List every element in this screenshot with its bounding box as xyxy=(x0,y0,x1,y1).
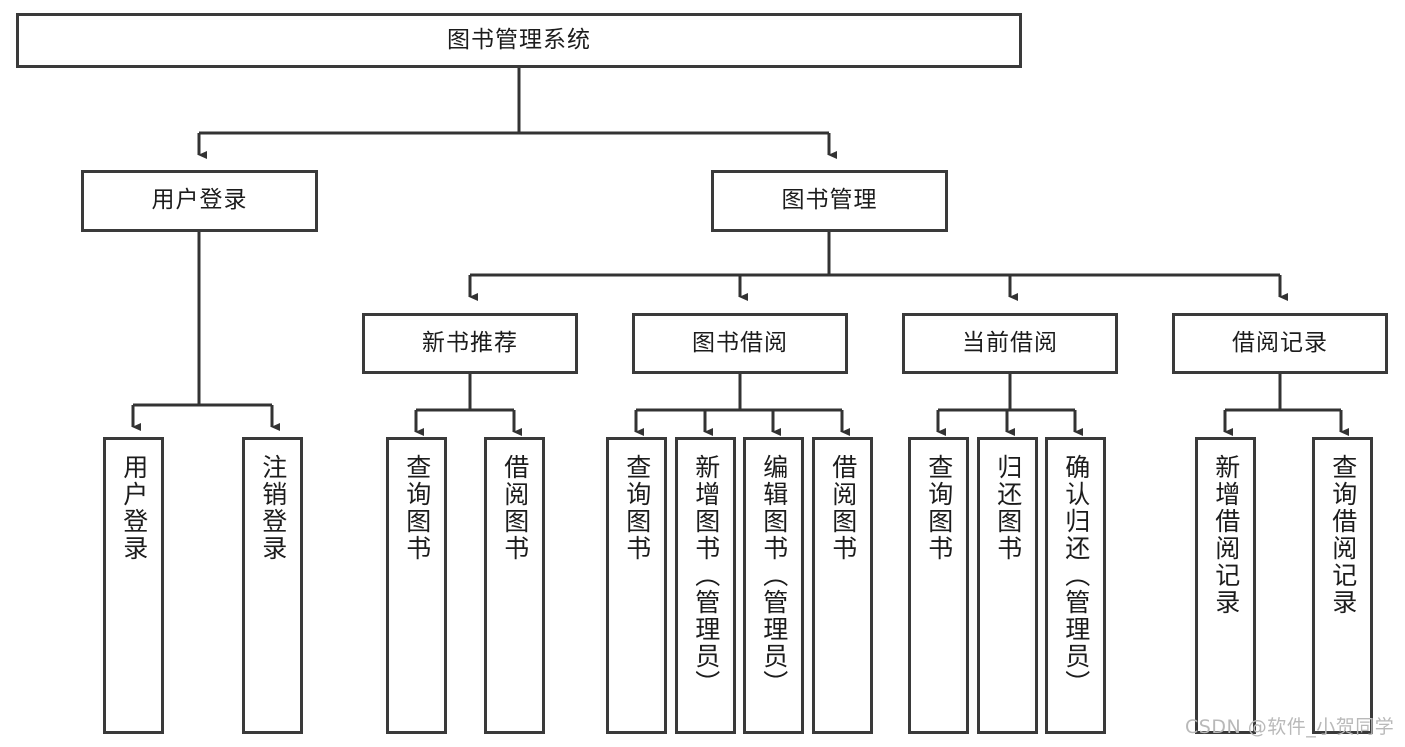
node-label: 图书管理 xyxy=(781,187,878,214)
leaf-node-3[interactable]: 借阅图书 xyxy=(484,437,545,734)
node-label: 当前借阅 xyxy=(962,329,1058,356)
node-label: 借阅图书 xyxy=(500,454,530,562)
level3-node-1[interactable]: 图书借阅 xyxy=(632,313,848,374)
leaf-node-7[interactable]: 借阅图书 xyxy=(812,437,873,734)
level3-node-3[interactable]: 借阅记录 xyxy=(1172,313,1388,374)
node-label: 注销登录 xyxy=(258,454,288,562)
leaf-node-8[interactable]: 查询图书 xyxy=(908,437,969,734)
node-label: 归还图书 xyxy=(993,454,1023,562)
node-label: 图书借阅 xyxy=(692,329,788,356)
node-label: 新书推荐 xyxy=(422,329,518,356)
node-label: 查询图书 xyxy=(924,454,954,562)
leaf-node-10[interactable]: 确认归还（管理员） xyxy=(1045,437,1106,734)
root-node[interactable]: 图书管理系统 xyxy=(16,13,1022,68)
watermark-label: CSDN @软件_小贺同学 xyxy=(1185,716,1395,738)
leaf-node-9[interactable]: 归还图书 xyxy=(977,437,1038,734)
node-label: 查询借阅记录 xyxy=(1328,454,1358,616)
leaf-node-11[interactable]: 新增借阅记录 xyxy=(1195,437,1256,734)
node-label: 新增借阅记录 xyxy=(1211,454,1241,616)
level2-node-1[interactable]: 图书管理 xyxy=(711,170,948,232)
level3-node-2[interactable]: 当前借阅 xyxy=(902,313,1118,374)
node-label: 用户登录 xyxy=(119,454,149,562)
node-label: 查询图书 xyxy=(402,454,432,562)
level3-node-0[interactable]: 新书推荐 xyxy=(362,313,578,374)
leaf-node-2[interactable]: 查询图书 xyxy=(386,437,447,734)
leaf-node-12[interactable]: 查询借阅记录 xyxy=(1312,437,1373,734)
node-label: 借阅记录 xyxy=(1232,329,1328,356)
node-label: 用户登录 xyxy=(151,187,248,214)
node-label: 查询图书 xyxy=(622,454,652,562)
node-label: 新增图书（管理员） xyxy=(691,454,721,697)
node-label: 确认归还（管理员） xyxy=(1061,454,1091,697)
leaf-node-5[interactable]: 新增图书（管理员） xyxy=(675,437,736,734)
leaf-node-0[interactable]: 用户登录 xyxy=(103,437,164,734)
node-label: 借阅图书 xyxy=(828,454,858,562)
node-label: 编辑图书（管理员） xyxy=(759,454,789,697)
leaf-node-6[interactable]: 编辑图书（管理员） xyxy=(743,437,804,734)
level2-node-0[interactable]: 用户登录 xyxy=(81,170,318,232)
leaf-node-1[interactable]: 注销登录 xyxy=(242,437,303,734)
node-label: 图书管理系统 xyxy=(447,26,591,53)
leaf-node-4[interactable]: 查询图书 xyxy=(606,437,667,734)
